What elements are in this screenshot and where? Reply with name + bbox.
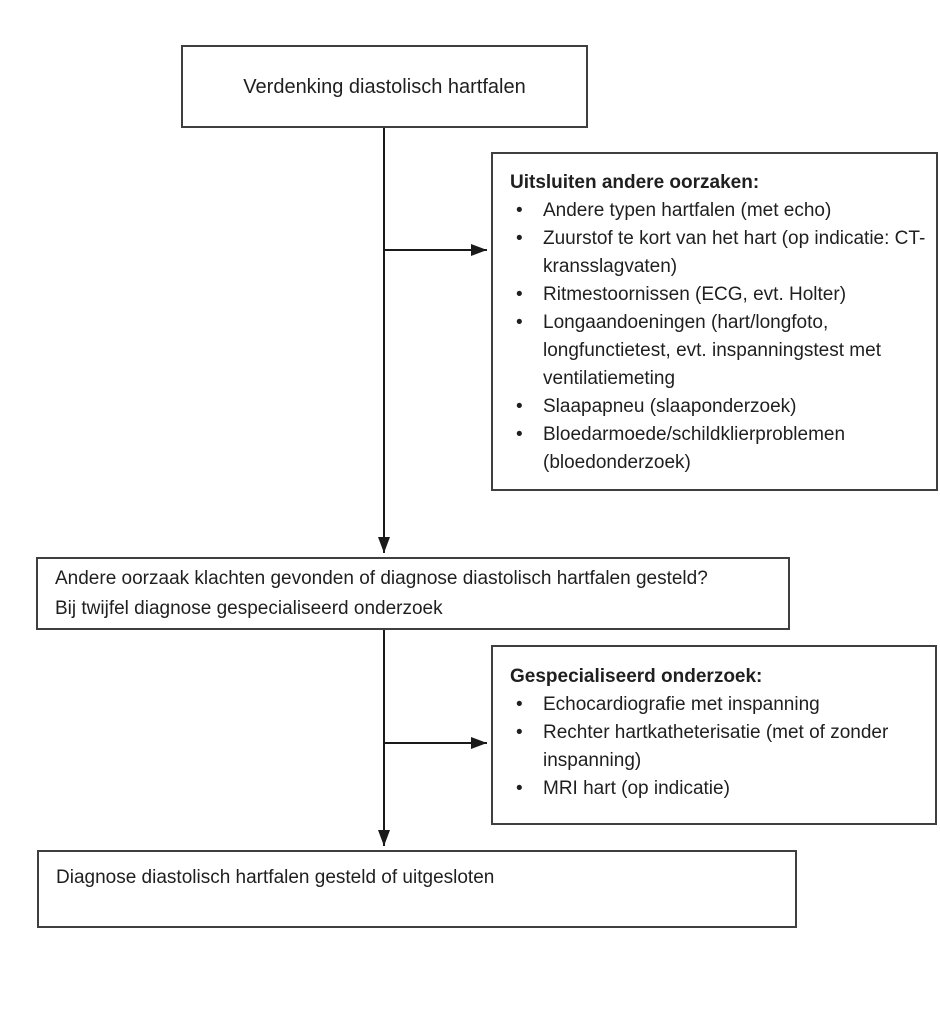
specialized-research-box: Gespecialiseerd onderzoek: Echocardiogra…: [491, 645, 937, 825]
bullet-item: Andere typen hartfalen (met echo): [510, 197, 926, 225]
specialized-research-list: Echocardiografie met inspanning Rechter …: [510, 691, 925, 803]
bullet-item: Rechter hartkatheterisatie (met of zonde…: [510, 719, 925, 775]
bullet-item: Slaapapneu (slaaponderzoek): [510, 393, 926, 421]
exclude-causes-box: Uitsluiten andere oorzaken: Andere typen…: [491, 152, 938, 491]
decision-line-1: Andere oorzaak klachten gevonden of diag…: [55, 568, 708, 589]
bullet-item: MRI hart (op indicatie): [510, 775, 925, 803]
bullet-text: Zuurstof te kort van het hart (op indica…: [543, 228, 926, 277]
specialized-research-title: Gespecialiseerd onderzoek:: [510, 666, 763, 687]
bullet-text: Bloedarmoede/schildklierproblemen (bloed…: [543, 424, 846, 473]
bullet-text: Rechter hartkatheterisatie (met of zonde…: [543, 722, 889, 771]
bullet-item: Zuurstof te kort van het hart (op indica…: [510, 225, 926, 281]
bullet-text: MRI hart (op indicatie): [543, 778, 730, 799]
bullet-text: Slaapapneu (slaaponderzoek): [543, 396, 797, 417]
bullet-text: Longaandoeningen (hart/longfoto, longfun…: [543, 312, 881, 389]
exclude-causes-list: Andere typen hartfalen (met echo) Zuurst…: [510, 197, 926, 477]
bullet-item: Bloedarmoede/schildklierproblemen (bloed…: [510, 421, 926, 477]
bullet-item: Ritmestoornissen (ECG, evt. Holter): [510, 281, 926, 309]
bullet-text: Ritmestoornissen (ECG, evt. Holter): [543, 284, 847, 305]
suspicion-box-text: Verdenking diastolisch hartfalen: [243, 75, 526, 98]
bullet-text: Echocardiografie met inspanning: [543, 694, 820, 715]
bullet-item: Longaandoeningen (hart/longfoto, longfun…: [510, 309, 926, 393]
decision-box: Andere oorzaak klachten gevonden of diag…: [36, 557, 790, 630]
exclude-causes-title: Uitsluiten andere oorzaken:: [510, 172, 760, 193]
suspicion-box: Verdenking diastolisch hartfalen: [181, 45, 588, 128]
decision-line-2: Bij twijfel diagnose gespecialiseerd ond…: [55, 598, 443, 619]
bullet-item: Echocardiografie met inspanning: [510, 691, 925, 719]
bullet-text: Andere typen hartfalen (met echo): [543, 200, 832, 221]
final-diagnosis-box: Diagnose diastolisch hartfalen gesteld o…: [37, 850, 797, 928]
final-diagnosis-text: Diagnose diastolisch hartfalen gesteld o…: [56, 867, 495, 888]
